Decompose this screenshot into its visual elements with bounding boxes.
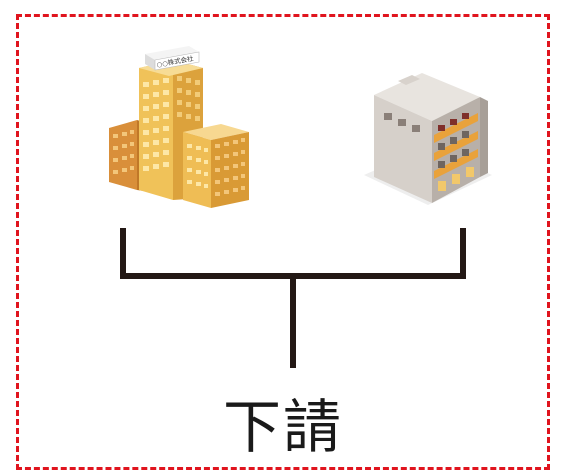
large-company-building-icon: ○○株式会社 [109, 46, 249, 208]
small-company-building-icon [364, 73, 492, 205]
subcontract-label: 下請 [222, 393, 343, 461]
dashed-frame [16, 14, 550, 470]
bracket-line [120, 228, 466, 279]
